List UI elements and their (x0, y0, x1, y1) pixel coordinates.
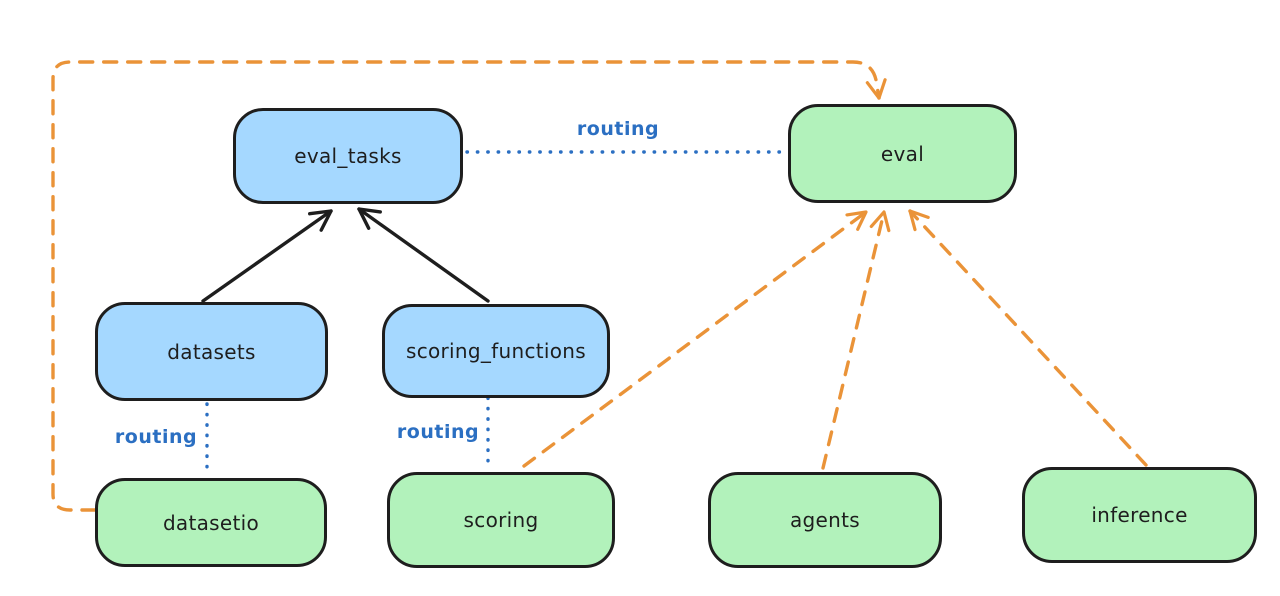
node-eval-tasks: eval_tasks (233, 108, 463, 204)
edge-label-routing-eval-tasks-eval: routing (576, 118, 660, 140)
node-eval-label: eval (880, 141, 925, 166)
edge-label-routing-datasets-datasetio: routing (114, 426, 198, 448)
edge-inference-to-eval-dashed-arrow (908, 209, 1148, 467)
node-eval-tasks-label: eval_tasks (294, 144, 402, 168)
node-scoring: scoring (387, 472, 615, 568)
node-scoring-label: scoring (463, 508, 539, 532)
node-datasetio-label: datasetio (162, 510, 260, 535)
node-datasets: datasets (95, 302, 328, 401)
node-datasets-label: datasets (167, 339, 256, 364)
node-datasetio: datasetio (95, 478, 327, 567)
node-eval: eval (788, 104, 1017, 203)
node-inference-label: inference (1091, 503, 1188, 527)
node-agents-label: agents (790, 508, 860, 532)
edge-datasets-to-eval-tasks-arrow (201, 209, 333, 303)
node-inference: inference (1022, 467, 1257, 563)
node-scoring-functions: scoring_functions (382, 304, 610, 398)
edge-label-routing-scoring-functions-scoring: routing (396, 421, 480, 443)
edge-agents-to-eval-dashed-arrow (821, 210, 891, 470)
node-agents: agents (708, 472, 942, 568)
edge-scoring-functions-to-eval-tasks-arrow (357, 207, 490, 303)
node-scoring-functions-label: scoring_functions (405, 339, 587, 363)
